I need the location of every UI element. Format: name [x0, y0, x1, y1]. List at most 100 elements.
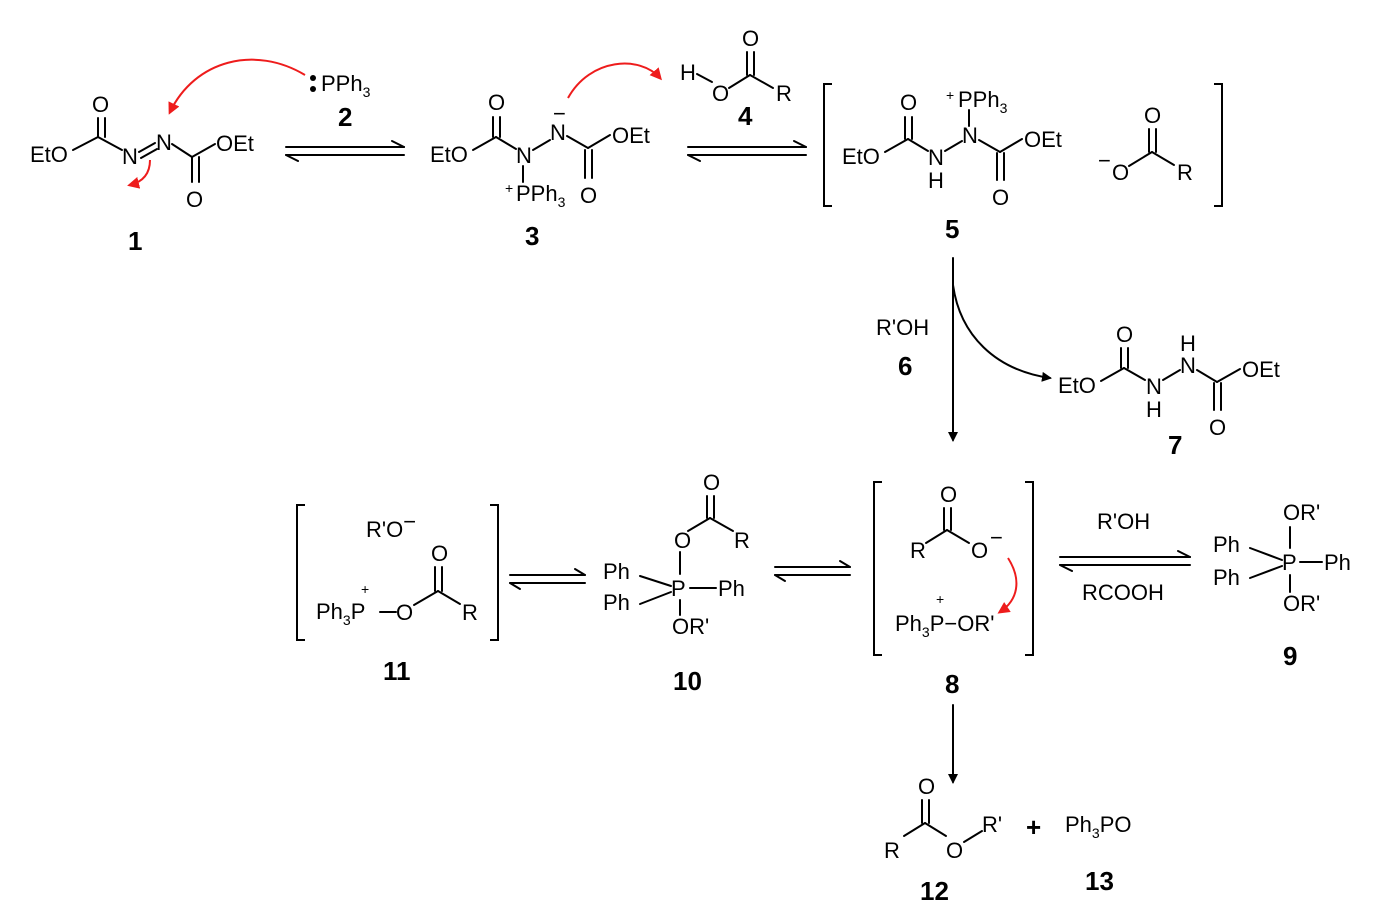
c11-carbonyl-o: O	[431, 541, 448, 566]
c5-carboxylate-minus: −	[1098, 148, 1111, 173]
c11-r: R	[462, 600, 478, 625]
c8-charge-minus: −	[990, 525, 1003, 550]
c7-n-right: N	[1180, 353, 1196, 378]
condition-reverse: RCOOH	[1082, 580, 1164, 605]
c6-number: 6	[898, 351, 912, 381]
c5-carboxylate-carbonyl-o: O	[1144, 103, 1161, 128]
phosphine-attack-arrow	[168, 58, 306, 115]
c9-or-top: OR'	[1283, 500, 1320, 525]
c9-ph-upper-left: Ph	[1213, 532, 1240, 557]
byproduct-arrow	[952, 284, 1052, 382]
c1-carbonyl-o-right: O	[186, 187, 203, 212]
c8-charge-plus: +	[936, 591, 944, 607]
c10-p: P	[671, 576, 686, 601]
equilibrium-10-8	[774, 560, 851, 582]
c4-carbonyl-o: O	[742, 26, 759, 51]
c2-lone-pair-dot-2	[310, 86, 316, 92]
c2-lone-pair-dot-1	[310, 75, 316, 81]
c7-eto: EtO	[1058, 373, 1096, 398]
c8-r: R	[910, 538, 926, 563]
c1-carbonyl-o-left: O	[92, 92, 109, 117]
c7-carbonyl-o-left: O	[1116, 322, 1133, 347]
c11-number: 11	[383, 656, 411, 686]
c8-bracket-left	[873, 481, 882, 656]
c10-ph-right: Ph	[718, 576, 745, 601]
c5-carbonyl-o-left: O	[900, 90, 917, 115]
c5-nh-h: H	[928, 168, 944, 193]
c5-eto: EtO	[842, 144, 880, 169]
c5-r: R	[1177, 160, 1193, 185]
c2-formula: PPh3	[321, 71, 371, 100]
compound-8-ion-pair: O R O − + Ph3P−OR' 8	[873, 481, 1034, 699]
c4-h: H	[680, 60, 696, 85]
c12-r-prime: R'	[982, 812, 1002, 837]
c1-pi-bond-arrow	[127, 159, 151, 189]
c13-formula: Ph3PO	[1065, 812, 1132, 841]
c1-eto: EtO	[30, 142, 68, 167]
c11-alkoxide: R'O−	[366, 509, 416, 542]
compound-13-ph3po: Ph3PO 13	[1065, 812, 1132, 896]
compound-12-ester: O R O R' 12	[884, 774, 1002, 906]
compound-7-hydrazine: EtO O N H N H O OEt 7	[1058, 322, 1280, 460]
c10-or: OR'	[672, 614, 709, 639]
c12-r: R	[884, 838, 900, 863]
c3-charge-plus: +	[505, 180, 513, 196]
c1-n-right: N	[156, 130, 172, 155]
c10-r: R	[734, 528, 750, 553]
c10-ester-o: O	[674, 528, 691, 553]
c8-bracket-right	[1025, 481, 1034, 656]
compound-4-acid: H O O R 4	[680, 26, 792, 131]
c10-number: 10	[673, 666, 702, 696]
c11-ester-o: O	[396, 600, 413, 625]
c11-bracket-left	[296, 504, 305, 641]
c3-number: 3	[525, 221, 539, 251]
c5-pph3: PPh3	[958, 87, 1008, 116]
c7-oet: OEt	[1242, 357, 1280, 382]
c8-carbonyl-o: O	[940, 482, 957, 507]
c11-charge-plus: +	[361, 581, 369, 597]
c8-number: 8	[945, 669, 959, 699]
c3-n-left: N	[516, 143, 532, 168]
c11-ph3p: Ph3P	[316, 599, 365, 628]
c6-reagent: R'OH	[876, 315, 929, 340]
c1-oet: OEt	[216, 131, 254, 156]
c1-number: 1	[128, 226, 142, 256]
compound-3-betaine: EtO O N N − O OEt + PPh3 3	[430, 62, 662, 251]
c11-bracket-right	[490, 504, 499, 641]
c3-oet: OEt	[612, 123, 650, 148]
c3-carbonyl-o-left: O	[488, 90, 505, 115]
compound-9-phosphorane: OR' P Ph Ph Ph OR' 9	[1213, 500, 1351, 671]
c5-bracket-right	[1214, 83, 1223, 207]
c4-o: O	[712, 81, 729, 106]
c8-ph3p-or: Ph3P−OR'	[895, 611, 994, 640]
c9-number: 9	[1283, 641, 1297, 671]
compound-5-ion-pair: EtO O N H N + PPh3 O OEt − O O R 5	[823, 83, 1223, 244]
equilibrium-8-9: R'OH RCOOH	[1059, 509, 1191, 605]
c12-o: O	[946, 838, 963, 863]
c3-eto: EtO	[430, 142, 468, 167]
compound-1-dead: EtO O N N O OEt 1	[30, 92, 254, 256]
c5-nh-n: N	[928, 145, 944, 170]
c7-n-left: N	[1146, 374, 1162, 399]
equilibrium-11-10	[509, 568, 586, 590]
c5-number: 5	[945, 214, 959, 244]
c4-number: 4	[738, 101, 753, 131]
c5-oet: OEt	[1024, 127, 1062, 152]
c5-charge-plus: +	[946, 87, 954, 103]
compound-2-pph3: PPh3 2	[168, 58, 371, 132]
c3-n-right: N	[550, 120, 566, 145]
c3-pph3: PPh3	[516, 181, 566, 210]
c5-bracket-left	[823, 83, 832, 207]
c7-carbonyl-o-right: O	[1209, 415, 1226, 440]
condition-forward: R'OH	[1097, 509, 1150, 534]
c10-ph-lower-left: Ph	[603, 590, 630, 615]
c1-n-left: N	[122, 144, 138, 169]
c3-carbonyl-o-right: O	[580, 183, 597, 208]
c3-charge-minus: −	[553, 101, 566, 126]
compound-10-acyloxyphosphorane: O R O P Ph Ph Ph OR' 10	[603, 470, 750, 696]
c9-p: P	[1282, 550, 1297, 575]
c5-carboxylate-o: O	[1112, 160, 1129, 185]
equilibrium-3-5	[687, 140, 807, 162]
